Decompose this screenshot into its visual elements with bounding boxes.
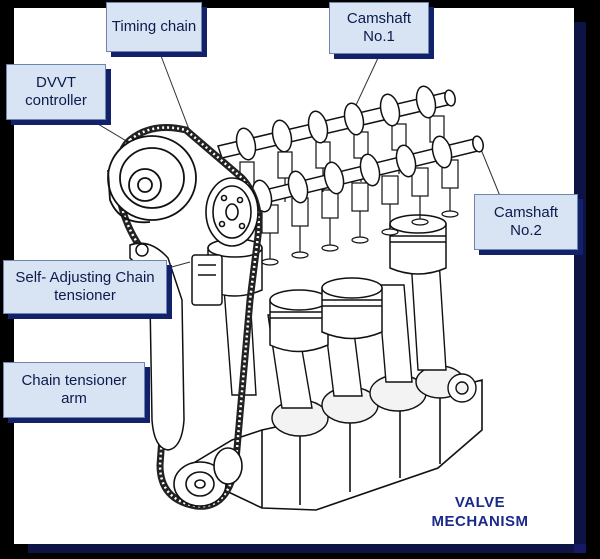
valves xyxy=(239,115,459,266)
cam-sprocket xyxy=(205,177,259,247)
diagram-title-line1: VALVE xyxy=(454,494,506,511)
diagram-title: VALVE MECHANISM xyxy=(412,493,548,531)
crank-sprocket xyxy=(173,447,243,507)
frame-shadow-right xyxy=(574,22,586,553)
chain-tensioner xyxy=(191,254,223,306)
label-self-adjusting-chain-tensioner: Self- Adjusting Chain tensioner xyxy=(3,260,167,314)
label-chain-tensioner-arm: Chain tensioner arm xyxy=(3,362,145,418)
camshaft-no1 xyxy=(217,85,456,161)
dvvt-controller xyxy=(107,135,197,224)
label-timing-chain: Timing chain xyxy=(106,2,202,52)
camshaft-no2 xyxy=(231,135,484,213)
crankcase xyxy=(180,378,483,511)
label-camshaft-no1: Camshaft No.1 xyxy=(329,2,429,54)
frame-shadow-bottom xyxy=(28,544,586,553)
diagram-title-line2: MECHANISM xyxy=(431,513,529,530)
label-camshaft-no2: Camshaft No.2 xyxy=(474,194,578,250)
pistons xyxy=(207,214,447,353)
label-dvvt-controller: DVVT controller xyxy=(6,64,106,120)
